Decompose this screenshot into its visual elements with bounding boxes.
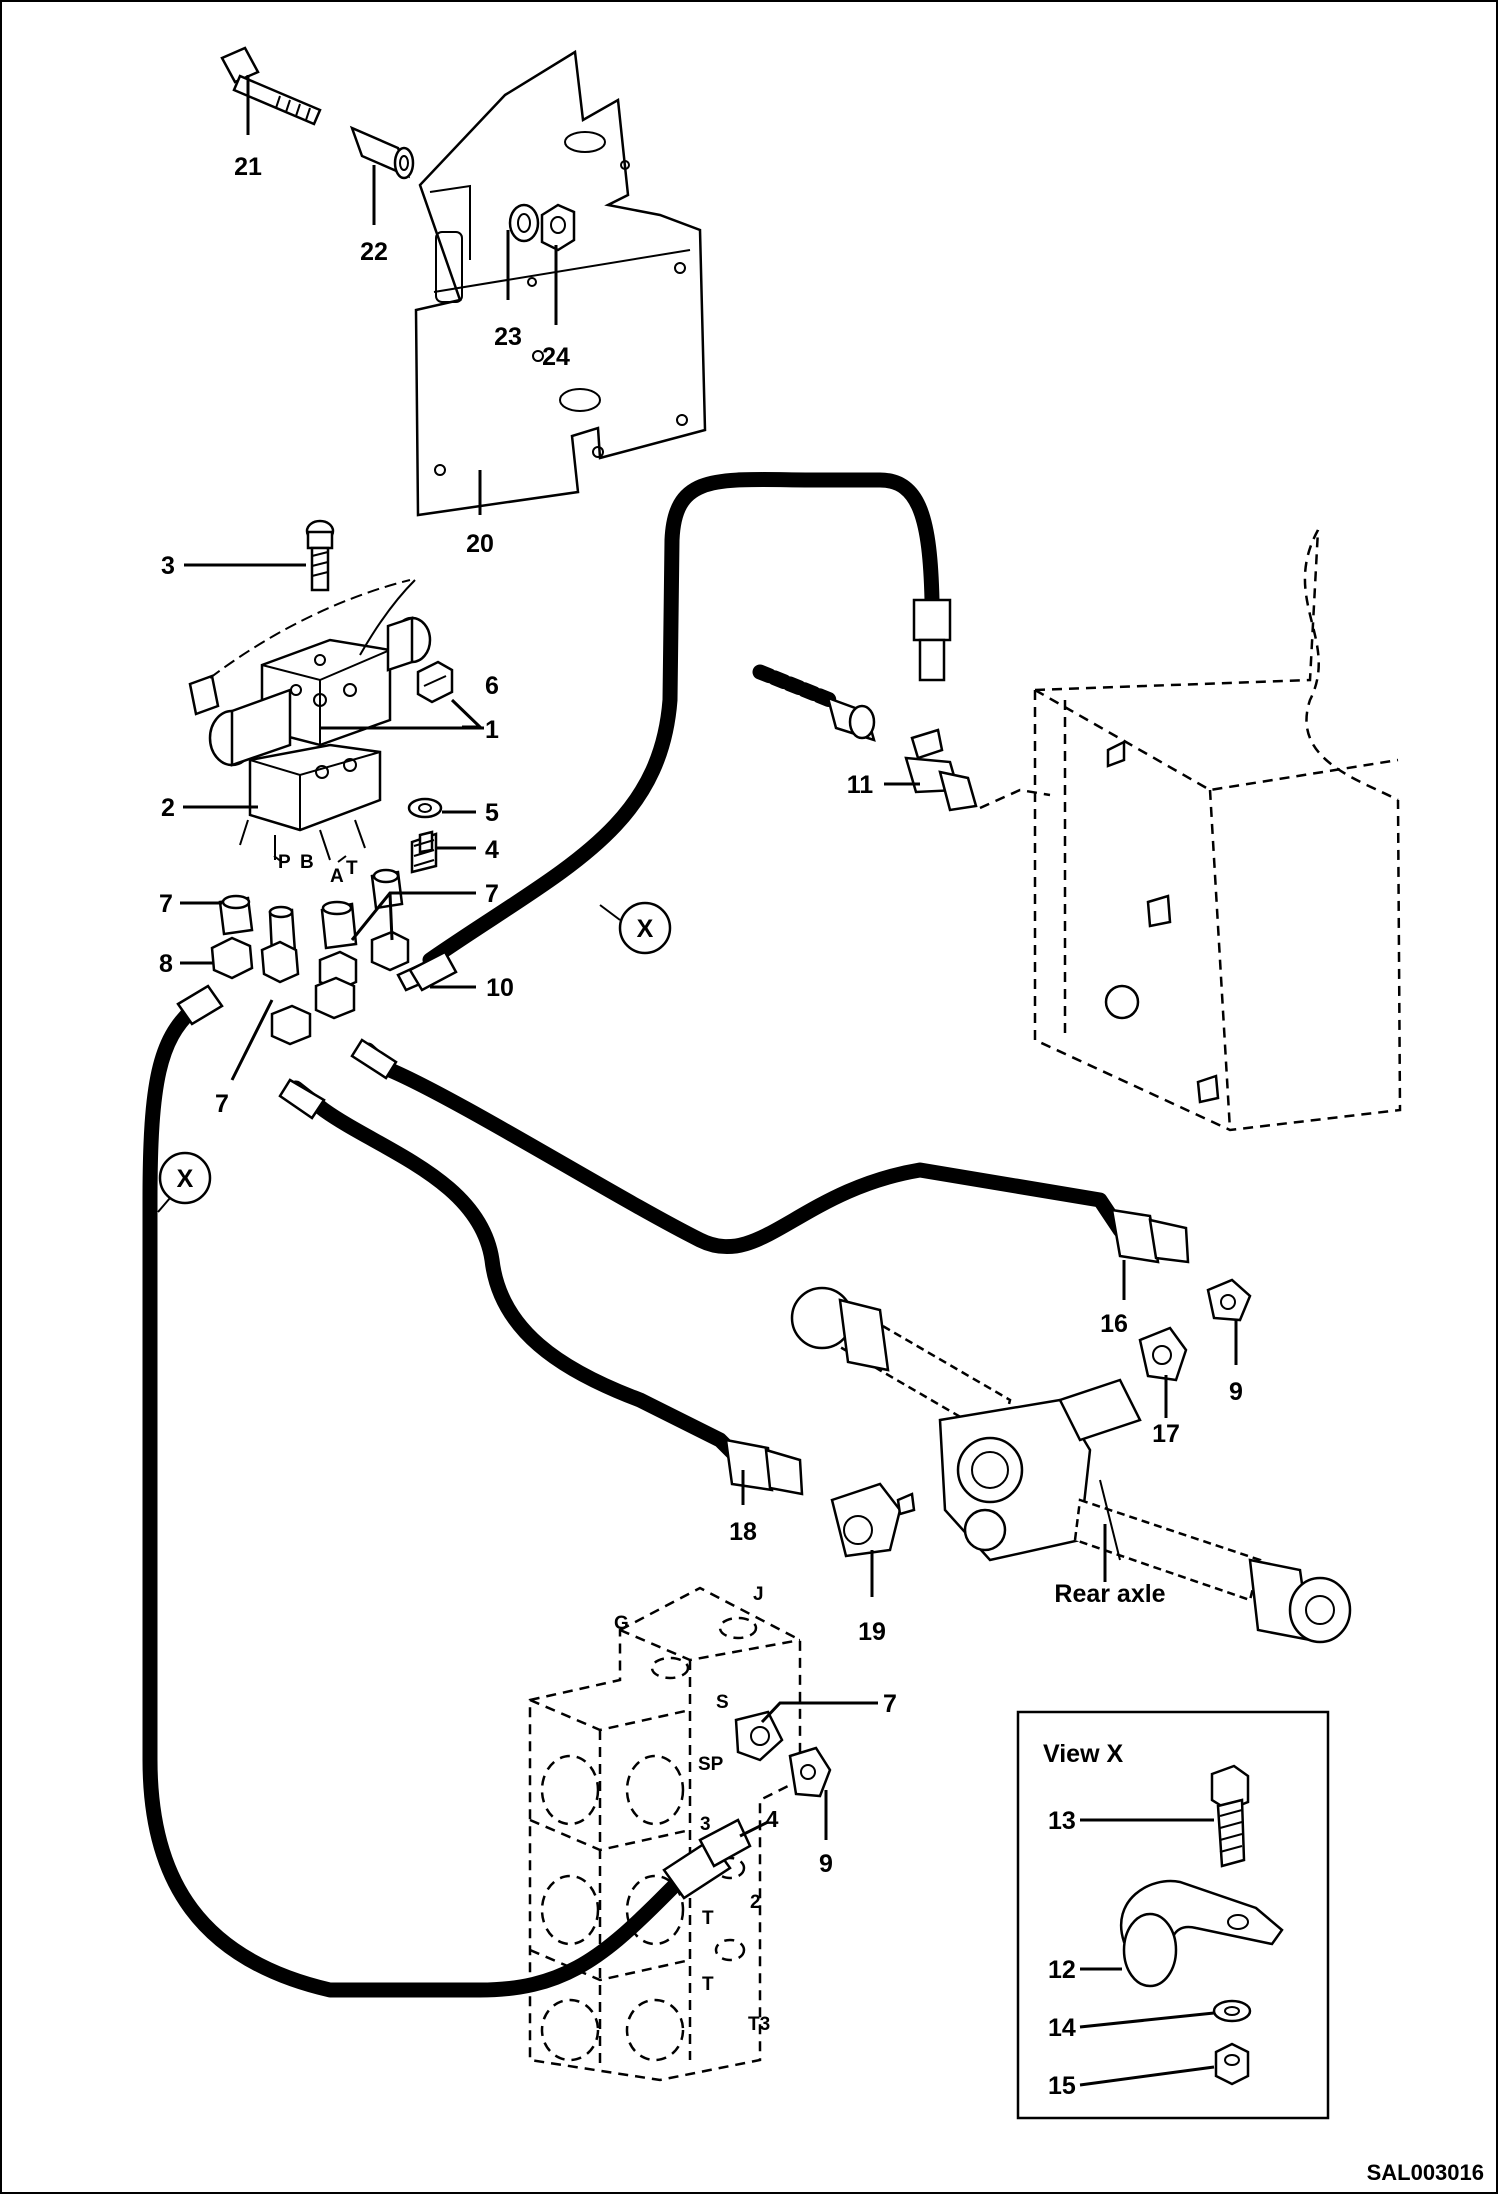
callout-18: 18: [729, 1518, 757, 1546]
view-x-title: View X: [1043, 1740, 1123, 1768]
screw-4: [410, 830, 438, 874]
port-p-label: P: [278, 852, 291, 873]
callout-16: 16: [1100, 1310, 1128, 1338]
callout-12: 12: [1048, 1956, 1076, 1984]
callout-11: 11: [847, 771, 874, 799]
callout-22: 22: [360, 238, 388, 266]
rear-axle: [790, 1286, 1352, 1644]
port-labels: P B T A: [273, 852, 358, 887]
valve-label-3: 3: [700, 1814, 711, 1835]
callout-24: 24: [542, 343, 570, 371]
hose-end-valve: [662, 1818, 752, 1900]
drawing-code: SAL003016: [1367, 2160, 1484, 2185]
callout-4-valve: 4: [766, 1806, 779, 1832]
fitting-10: [408, 950, 458, 992]
callout-2: 2: [161, 794, 175, 822]
callout-21: 21: [234, 153, 262, 181]
callout-15: 15: [1048, 2072, 1076, 2100]
fitting-9-upper: [1206, 1278, 1252, 1322]
plug-6: [416, 660, 454, 704]
hydraulic-tank: [1033, 529, 1402, 1132]
valve-label-j: J: [753, 1584, 764, 1605]
view-x-symbol-upper: X: [637, 915, 654, 943]
hose-16: [350, 1038, 1190, 1264]
callout-9-valve: 9: [819, 1850, 833, 1878]
view-x-marker-left: X: [157, 1151, 212, 1213]
callout-7-valve: 7: [883, 1690, 897, 1718]
valve-label-s: S: [716, 1692, 729, 1713]
callout-23: 23: [494, 323, 522, 351]
callout-7-left: 7: [159, 890, 173, 918]
callout-3: 3: [161, 552, 175, 580]
valve-label-t-left: T: [702, 1908, 714, 1929]
port-t-label: T: [346, 858, 358, 879]
callout-leaders: [180, 75, 1238, 1840]
fitting-7-valve: [734, 1710, 784, 1762]
nut-24: [540, 203, 576, 252]
view-x-marker-upper: X: [599, 901, 672, 955]
callout-8: 8: [159, 950, 173, 978]
callout-14: 14: [1048, 2014, 1076, 2042]
port-b-label: B: [300, 852, 314, 873]
hose-x-main: [142, 984, 708, 1998]
callout-19: 19: [858, 1618, 886, 1646]
callout-5: 5: [485, 799, 499, 827]
callout-labels: 21 22 23 24 20 3 6 1 2 5 4 7 8 7 7 10 11…: [159, 153, 1243, 1878]
port-a-label: A: [330, 866, 344, 887]
control-valve-block: [528, 1586, 802, 2082]
callout-7-lower: 7: [215, 1090, 229, 1118]
callout-20: 20: [466, 530, 494, 558]
fitting-17: [1138, 1326, 1188, 1382]
rear-axle-label: Rear axle: [1054, 1580, 1165, 1608]
washer-5: [407, 797, 443, 819]
valve-label-t3: T3: [748, 2014, 770, 2035]
valve-label-t-right: T: [702, 1974, 714, 1995]
callout-1: 1: [485, 716, 499, 744]
view-x-symbol-left: X: [177, 1165, 194, 1193]
valve-label-sp: SP: [698, 1754, 724, 1775]
solenoid-valve: [188, 579, 432, 861]
valve-label-g: G: [614, 1613, 629, 1634]
hose-18: [278, 1078, 804, 1496]
callout-6: 6: [485, 672, 499, 700]
fitting-19: [830, 1482, 916, 1558]
valve-label-2: 2: [750, 1892, 761, 1913]
washer-23: [508, 203, 540, 243]
mounting-plate: [414, 49, 707, 517]
callout-10: 10: [486, 974, 514, 1002]
fittings-7-8: [210, 868, 410, 1046]
callout-9-upper: 9: [1229, 1378, 1243, 1406]
view-x-box: View X 13 12 14 15: [1016, 1710, 1330, 2120]
fitting-11: [752, 664, 1051, 812]
spacer-22: [349, 125, 415, 180]
callout-13: 13: [1048, 1807, 1076, 1835]
valve-port-labels: G J S SP 3 2 T T T3: [614, 1584, 770, 2035]
screw-3: [305, 519, 335, 592]
callout-7-right: 7: [485, 880, 499, 908]
callout-4: 4: [485, 836, 499, 864]
bolt-21: [220, 46, 322, 126]
fitting-9-valve: [788, 1746, 832, 1798]
callout-17: 17: [1152, 1420, 1180, 1448]
